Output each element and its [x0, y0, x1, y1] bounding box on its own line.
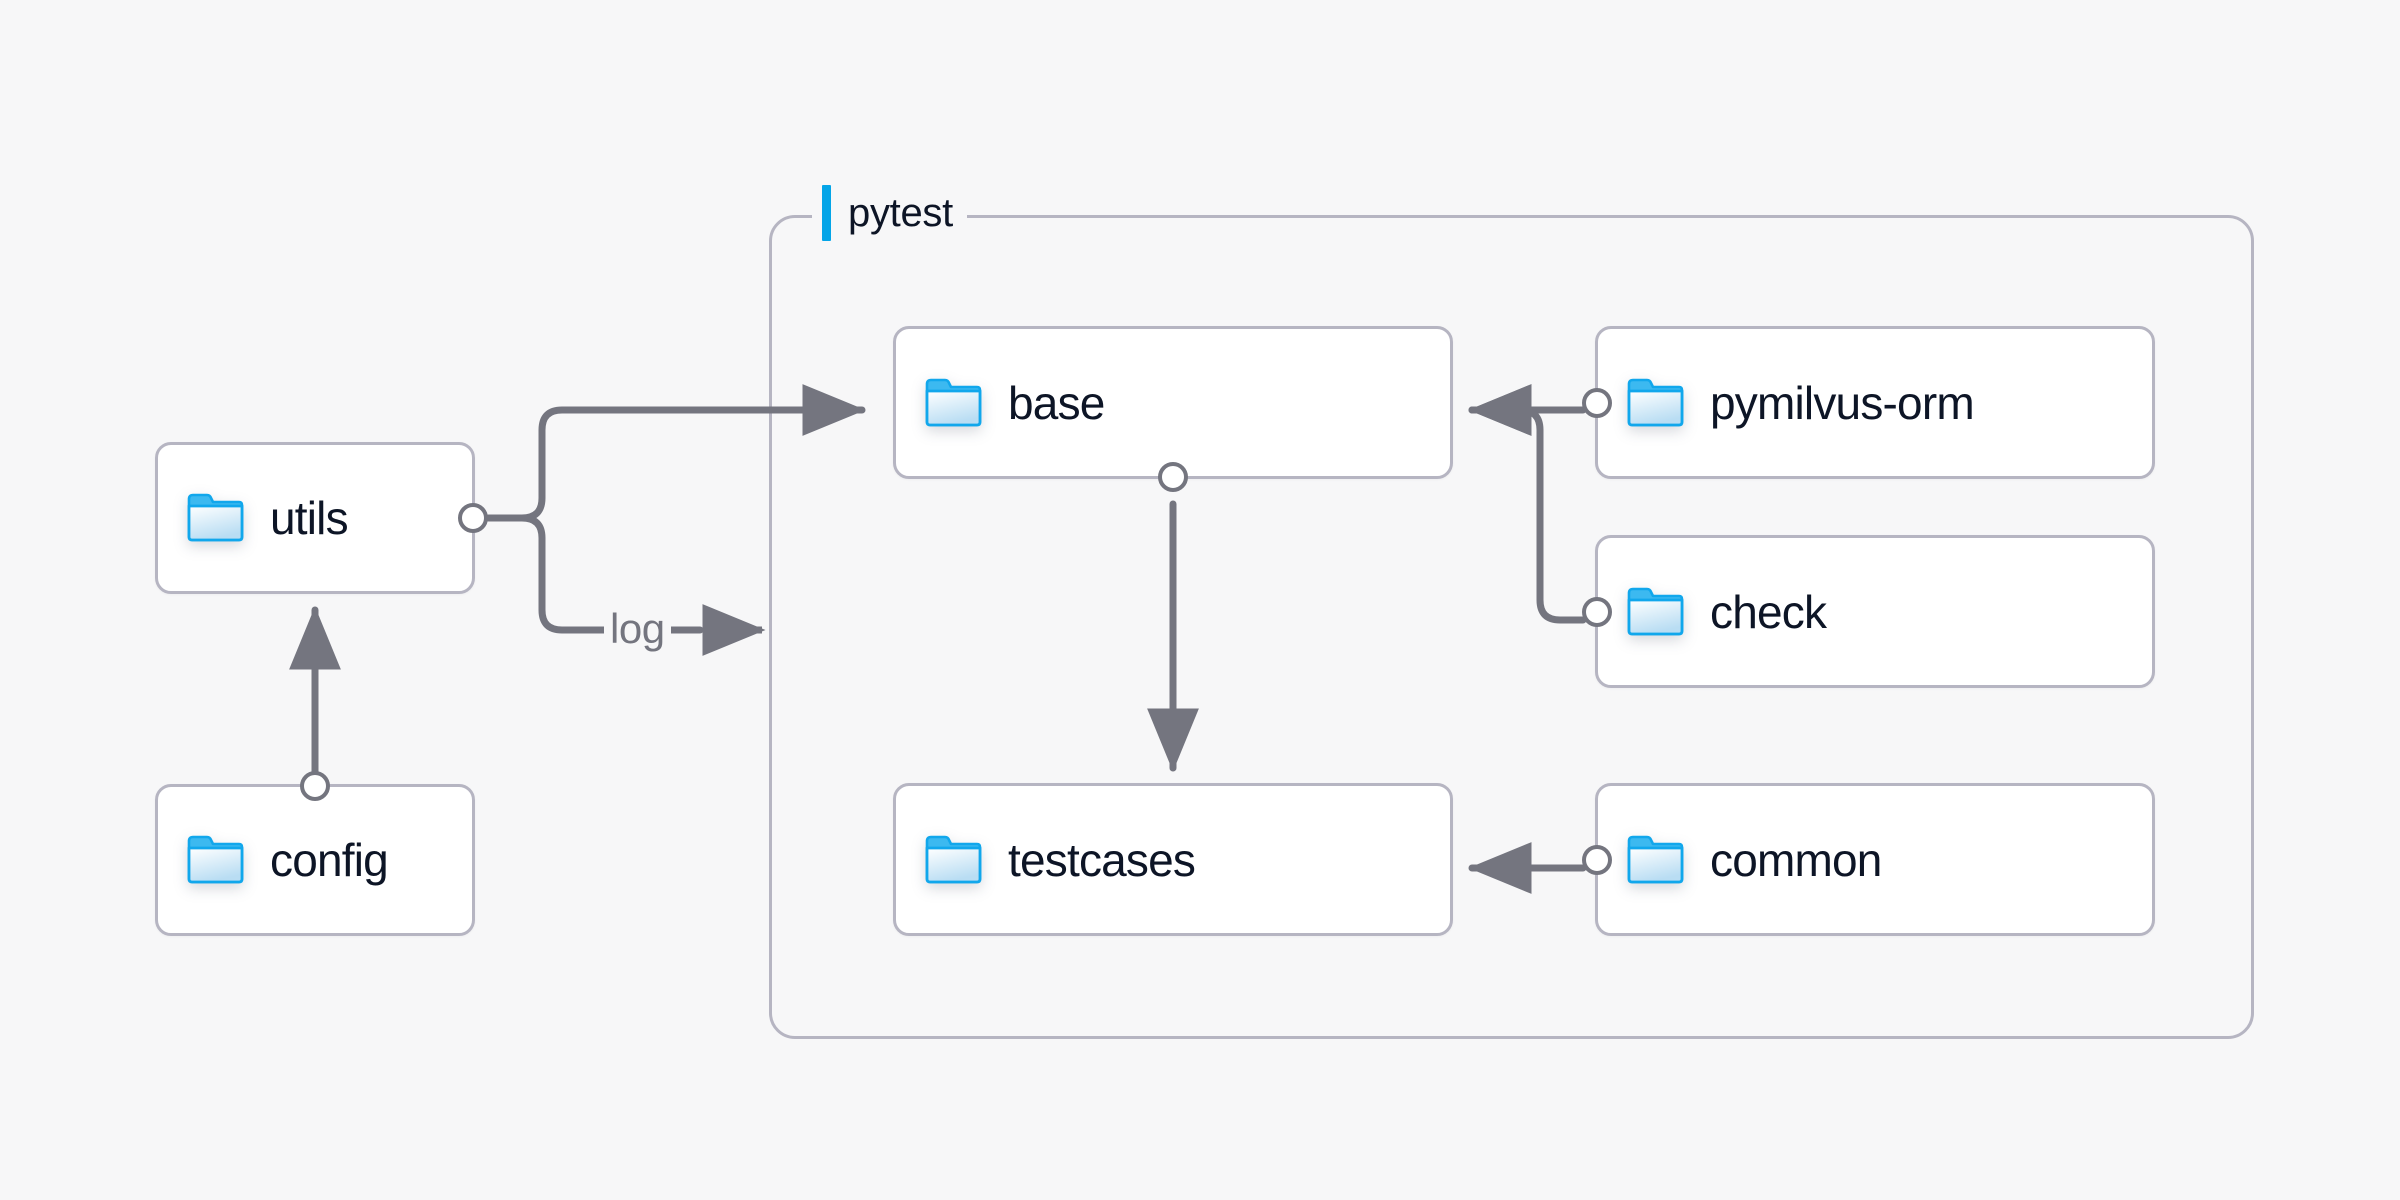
- port-common-left[interactable]: [1582, 844, 1612, 875]
- node-check[interactable]: check: [1582, 535, 2155, 688]
- folder-icon: [187, 835, 244, 884]
- node-label-config: config: [270, 834, 389, 886]
- node-label-pymilvus-orm: pymilvus-orm: [1710, 376, 1975, 429]
- group-title-text: pytest: [848, 191, 953, 235]
- node-label-testcases: testcases: [1008, 833, 1196, 886]
- port-base-bottom[interactable]: [1158, 462, 1188, 492]
- node-testcases[interactable]: testcases: [893, 783, 1453, 936]
- folder-icon: [187, 493, 244, 542]
- node-label-common: common: [1710, 833, 1882, 886]
- folder-icon: [1627, 587, 1684, 635]
- folder-icon: [1627, 835, 1684, 883]
- port-config-top[interactable]: [300, 771, 330, 801]
- node-common[interactable]: common: [1582, 783, 2155, 936]
- edge-label-log: log: [604, 608, 671, 650]
- node-label-base: base: [1008, 376, 1105, 429]
- node-pymilvus-orm[interactable]: pymilvus-orm: [1582, 326, 2155, 479]
- node-base[interactable]: base: [893, 326, 1453, 492]
- group-accent-bar: [822, 185, 831, 241]
- folder-icon: [925, 835, 982, 883]
- port-check-left[interactable]: [1582, 596, 1612, 627]
- node-label-check: check: [1710, 585, 1827, 638]
- node-utils[interactable]: utils: [155, 442, 488, 594]
- folder-icon: [925, 378, 982, 426]
- node-label-utils: utils: [270, 492, 349, 544]
- pytest-group-label: pytest: [812, 185, 967, 241]
- pytest-group-box[interactable]: [769, 215, 2254, 1039]
- port-pymilvus-orm-left[interactable]: [1582, 387, 1612, 418]
- folder-icon: [1627, 378, 1684, 426]
- port-utils-right[interactable]: [458, 503, 488, 533]
- node-config[interactable]: config: [155, 771, 475, 936]
